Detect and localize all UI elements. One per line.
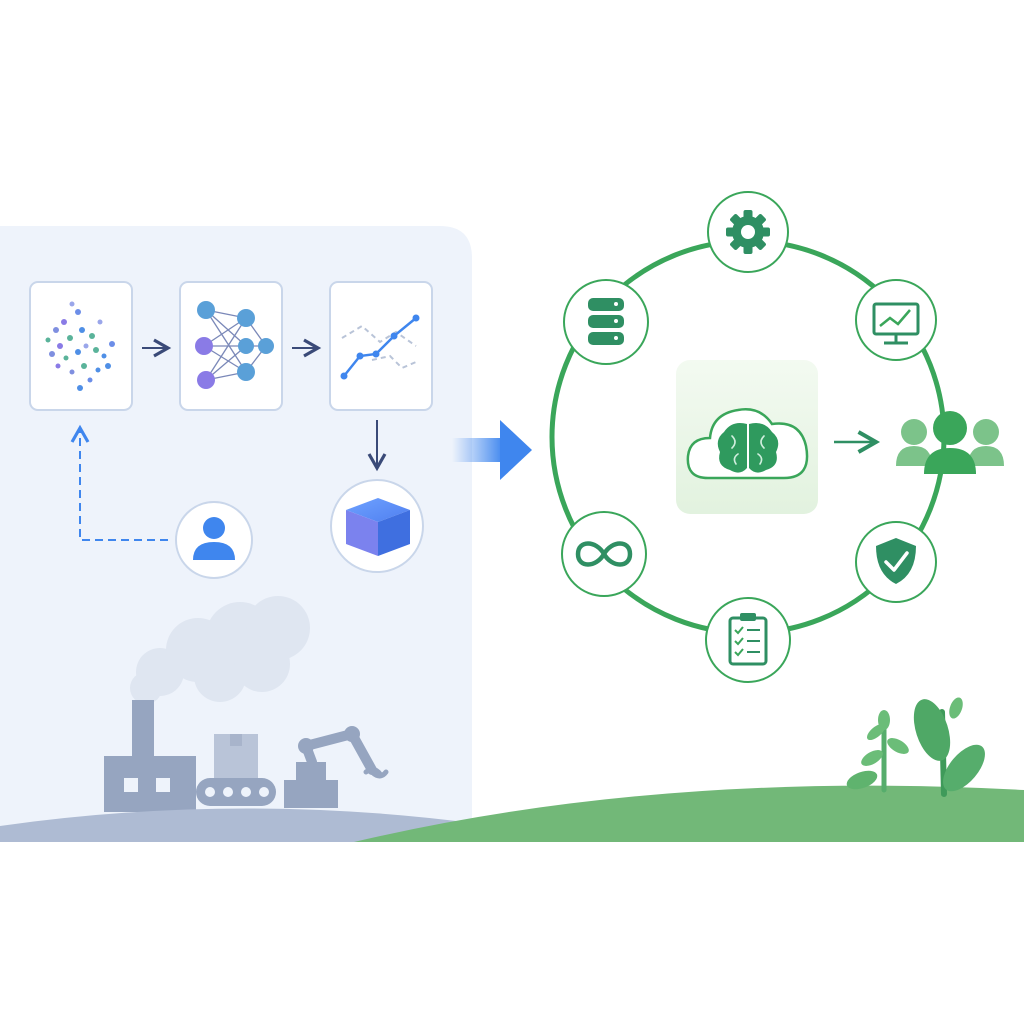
ring-node-checklist[interactable]	[705, 597, 791, 683]
plant-icon	[846, 697, 985, 797]
pipeline-card-model[interactable]	[179, 281, 283, 411]
shield-check-icon	[876, 538, 916, 584]
ground-green	[354, 785, 1024, 842]
ring-node-infinity[interactable]	[561, 511, 647, 597]
infinity-icon	[575, 541, 633, 567]
ring-node-gear[interactable]	[707, 191, 789, 273]
user-icon	[193, 517, 235, 560]
smoke-cloud	[130, 596, 310, 704]
cube-icon	[346, 498, 410, 556]
feedback-user-node[interactable]	[175, 501, 253, 579]
database-icon	[588, 298, 624, 345]
users-group-icon	[896, 411, 1004, 474]
model-artifact-node[interactable]	[330, 479, 424, 573]
pipeline-card-data[interactable]	[29, 281, 133, 411]
ring-node-database[interactable]	[563, 279, 649, 365]
scatter-dots-icon	[45, 301, 115, 391]
feedback-loop-arrow	[70, 424, 168, 541]
robot-arm-icon	[284, 726, 389, 808]
clipboard-checklist-icon	[728, 613, 768, 666]
arrow-right-icon	[452, 420, 532, 480]
ring-node-shield[interactable]	[855, 521, 937, 603]
factory-icon	[104, 700, 196, 812]
central-hub[interactable]	[676, 360, 818, 514]
conveyor-belt-icon	[196, 734, 276, 806]
gear-icon	[726, 210, 770, 254]
monitor-chart-icon	[872, 302, 920, 345]
line-chart-icon	[340, 314, 420, 380]
neural-network-icon	[195, 301, 274, 389]
cloud-brain-icon	[686, 408, 809, 480]
ground-gray	[0, 808, 480, 842]
pipeline-card-evaluation[interactable]	[329, 281, 433, 411]
ring-node-monitor[interactable]	[855, 279, 937, 361]
